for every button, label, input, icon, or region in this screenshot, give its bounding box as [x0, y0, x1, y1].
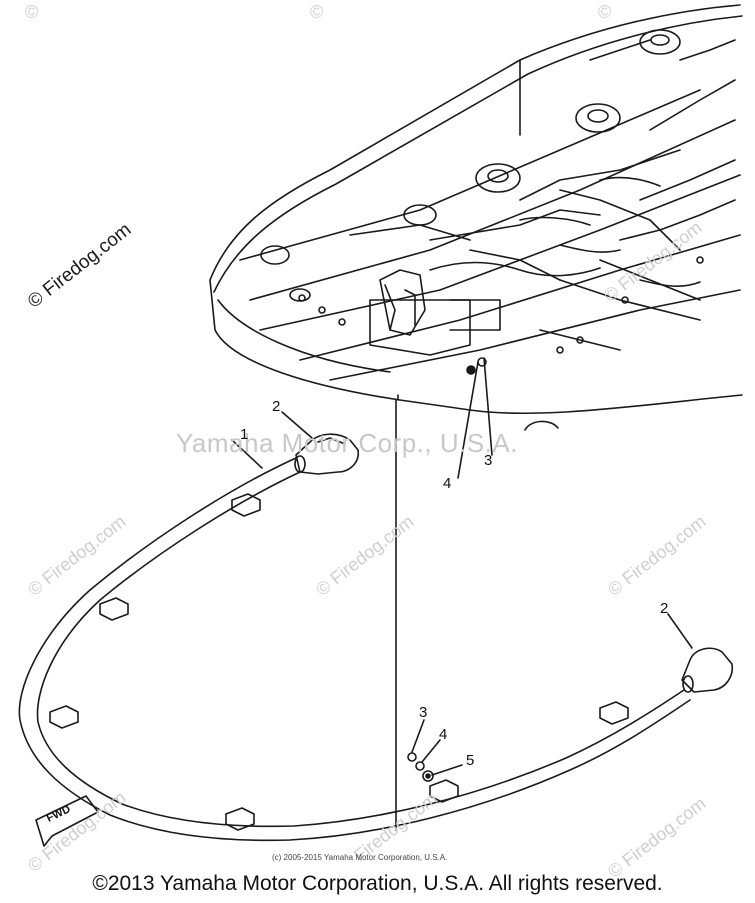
forward-arrow-shape [35, 795, 99, 847]
watermark-copyright-mark: © [310, 2, 324, 22]
leader-line-5-lower [431, 764, 463, 776]
leader-line-5-upper [483, 357, 493, 456]
footer-copyright: ©2013 Yamaha Motor Corporation, U.S.A. A… [92, 872, 663, 895]
bumper-end-cap-right [681, 647, 734, 693]
leader-line-2-right [667, 613, 693, 649]
bumper-guard-inner [36, 471, 685, 828]
leader-line-1 [231, 439, 263, 469]
callout-3: 3 [484, 452, 493, 469]
leader-line-4-lower [421, 739, 441, 763]
bumper-end-cap-upper [295, 433, 360, 475]
center-watermark: Yamaha Motor Corp., U.S.A. [176, 428, 518, 458]
callout-5: 5 [466, 752, 475, 769]
leader-line-3-lower [411, 719, 425, 753]
callout-4: 4 [443, 475, 452, 492]
watermark-copyright-mark: © [25, 2, 39, 22]
leader-line-2-upper [281, 411, 313, 439]
callout-1: 1 [240, 426, 249, 443]
callout-4: 4 [439, 726, 448, 743]
small-copyright: (c) 2005-2015 Yamaha Motor Corporation, … [272, 853, 448, 862]
hull-top-edge [209, 4, 741, 281]
callout-3: 3 [419, 704, 428, 721]
bumper-guard-outer [18, 457, 691, 842]
watermark-copyright-mark: © [598, 2, 612, 22]
leader-line-4-upper [457, 361, 479, 479]
callout-2: 2 [660, 600, 669, 617]
callout-2: 2 [272, 398, 281, 415]
